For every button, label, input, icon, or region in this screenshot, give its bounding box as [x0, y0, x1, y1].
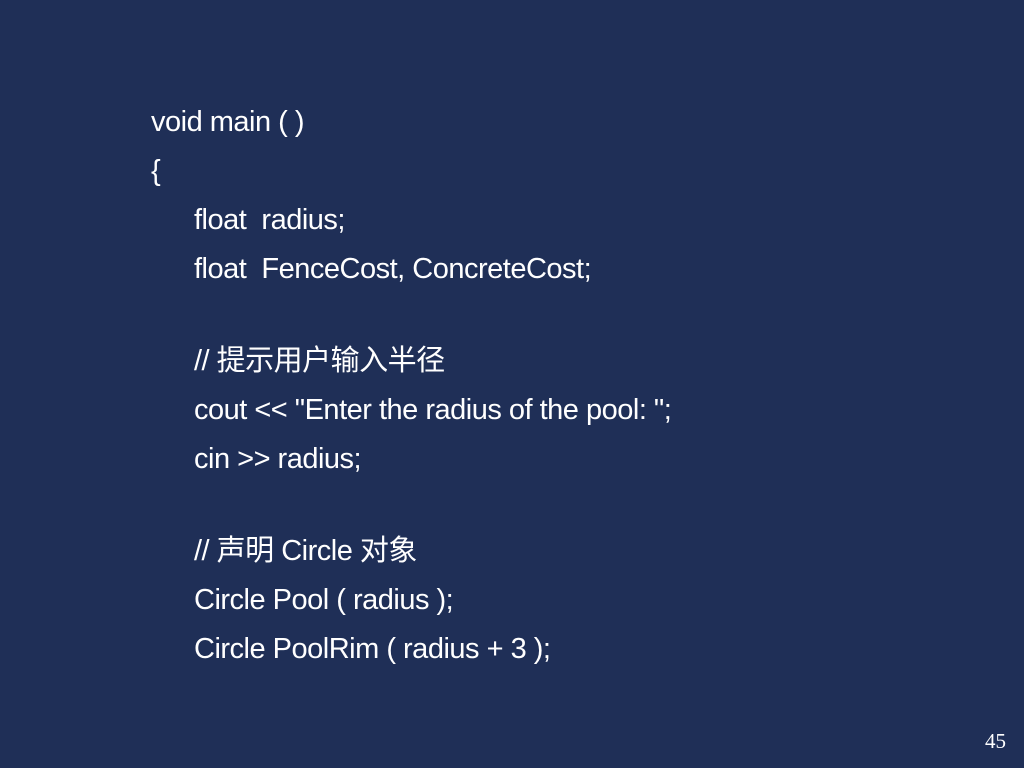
code-comment-declare-circle: // 声明 Circle 对象	[194, 535, 417, 567]
code-spacer	[151, 484, 971, 527]
code-line-cout: cout << "Enter the radius of the pool: "…	[194, 394, 672, 426]
code-line-cin: cin >> radius;	[194, 443, 362, 475]
code-line-open-brace: {	[151, 155, 161, 187]
code-line-function-signature: void main ( )	[151, 106, 305, 138]
page-number: 45	[985, 729, 1006, 753]
code-line-poolrim: Circle PoolRim ( radius + 3 );	[194, 633, 551, 665]
code-line-radius-declaration: float radius;	[194, 204, 345, 236]
code-spacer	[151, 294, 971, 337]
code-block: void main ( ) { float radius; float Fenc…	[151, 98, 971, 674]
code-line-cost-declaration: float FenceCost, ConcreteCost;	[194, 253, 592, 285]
code-line-pool: Circle Pool ( radius );	[194, 584, 454, 616]
code-comment-prompt: // 提示用户输入半径	[194, 345, 445, 377]
